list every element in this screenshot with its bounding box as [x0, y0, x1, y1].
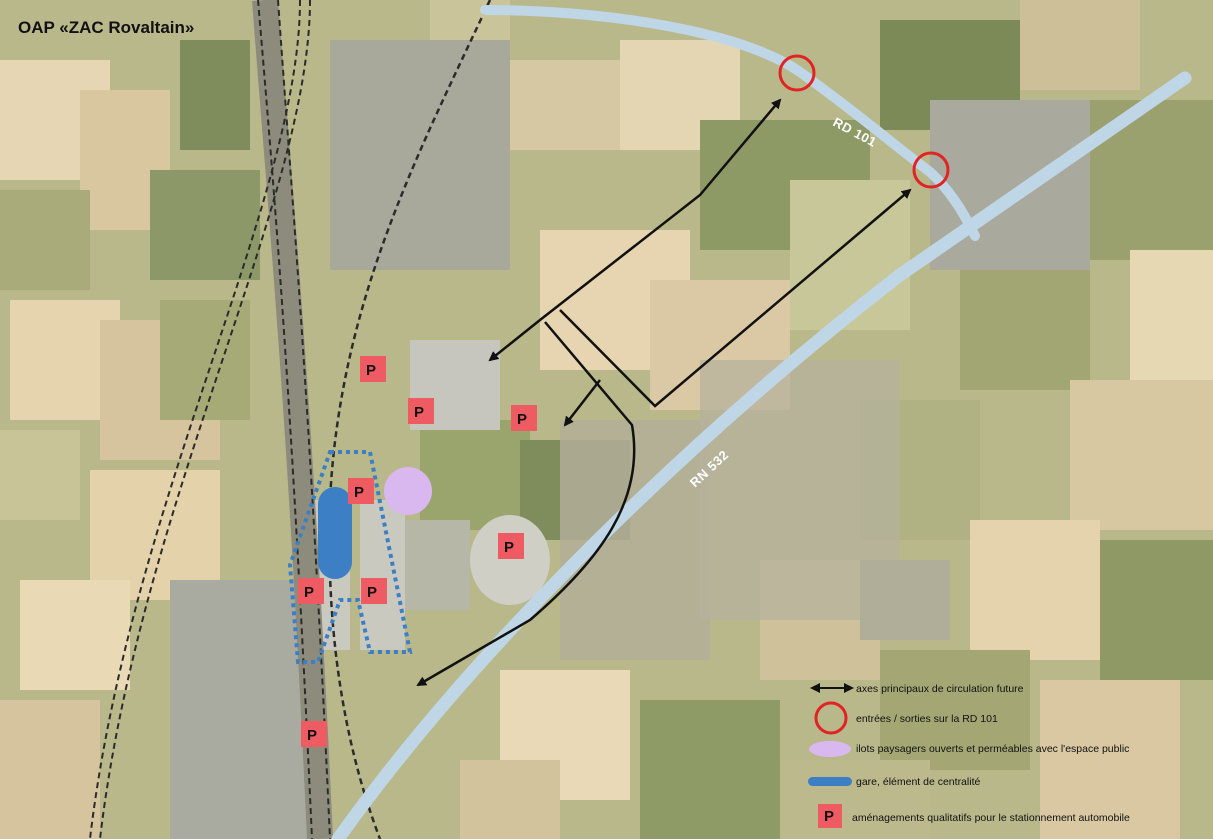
legend-station-label: gare, élément de centralité [856, 776, 980, 788]
landscape-islet [384, 467, 432, 515]
map-title: OAP «ZAC Rovaltain» [18, 18, 195, 37]
legend-islet-label: ilots paysagers ouverts et perméables av… [856, 743, 1129, 755]
parking-label: P [304, 584, 314, 601]
parking-markers: P P P P P P P P [298, 356, 537, 747]
station-bar [318, 487, 352, 579]
roads [331, 5, 1192, 839]
legend-axes-label: axes principaux de circulation future [856, 683, 1024, 695]
road-rn532 [331, 71, 1192, 839]
entry-circle-north [778, 54, 816, 92]
road-rd101 [480, 5, 980, 241]
legend-entries-label: entrées / sorties sur la RD 101 [856, 713, 998, 725]
parking-label: P [307, 727, 317, 744]
entry-circle-east [912, 151, 950, 189]
circulation-axes [416, 98, 912, 687]
legend-station-icon [808, 777, 852, 786]
legend-parking-p: P [824, 808, 834, 825]
parking-label: P [414, 404, 424, 421]
axis-arrow-short [563, 379, 601, 427]
legend-islet-icon [809, 741, 851, 757]
parking-label: P [366, 362, 376, 379]
legend: axes principaux de circulation future en… [808, 683, 1130, 828]
parking-label: P [354, 484, 364, 501]
axis-arrow-south [416, 321, 636, 687]
legend-circle-icon [814, 701, 848, 735]
axis-arrow-east [559, 188, 912, 408]
station-area-outline [287, 450, 413, 664]
legend-parking-icon [818, 804, 842, 828]
axis-arrow-north [488, 98, 782, 362]
legend-parking-label: aménagements qualitatifs pour le station… [852, 812, 1130, 824]
parking-label: P [504, 539, 514, 556]
parking-label: P [517, 411, 527, 428]
parking-label: P [367, 584, 377, 601]
